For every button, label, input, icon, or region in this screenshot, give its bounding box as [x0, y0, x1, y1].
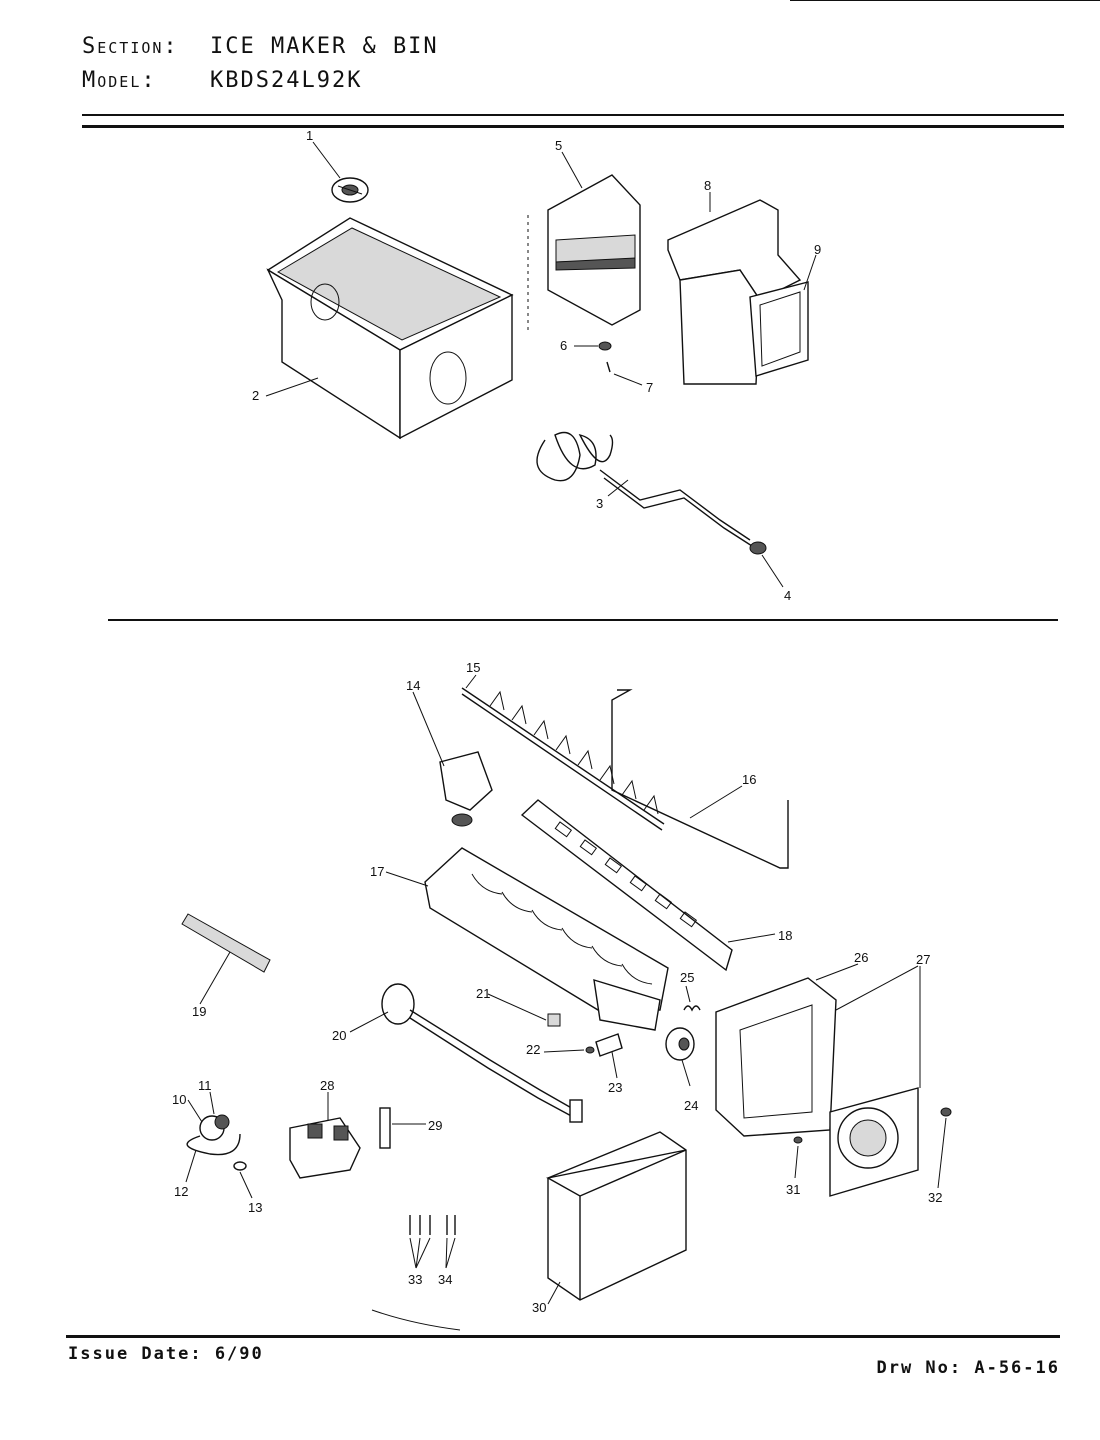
- callout-8: 8: [704, 178, 711, 193]
- callout-10: 10: [172, 1092, 186, 1107]
- part-17-ice-mold: [424, 847, 669, 1031]
- part-4-bearing: [749, 541, 767, 555]
- callout-17: 17: [370, 864, 384, 879]
- callout-22: 22: [526, 1042, 540, 1057]
- callout-2: 2: [252, 388, 259, 403]
- part-9-panel: [749, 281, 809, 377]
- part-28-water-valve: [289, 1117, 361, 1179]
- leader-lines: [185, 141, 947, 1305]
- model-value: KBDS24L92K: [210, 68, 363, 93]
- part-7-pin: [606, 361, 611, 373]
- part-10-valve: [199, 1114, 230, 1141]
- callout-20: 20: [332, 1028, 346, 1043]
- drawing-number: Drw No: A-56-16: [876, 1358, 1060, 1378]
- callout-1: 1: [306, 128, 313, 143]
- top-rule: [82, 114, 1064, 116]
- bottom-rule: [66, 1335, 1060, 1338]
- part-29-fitting: [379, 1107, 391, 1149]
- part-24-switch: [665, 1027, 695, 1061]
- section-value: ICE MAKER & BIN: [210, 34, 439, 59]
- section-key: Section:: [82, 34, 179, 59]
- callout-9: 9: [814, 242, 821, 257]
- callout-29: 29: [428, 1118, 442, 1133]
- callout-24: 24: [684, 1098, 698, 1113]
- part-13-clamp: [233, 1161, 247, 1171]
- section-header: Section: ICE MAKER & BIN: [82, 34, 439, 59]
- part-8-chute: [667, 199, 802, 385]
- callout-28: 28: [320, 1078, 334, 1093]
- part-23-bracket: [595, 1033, 623, 1057]
- callout-30: 30: [532, 1300, 546, 1315]
- top-rule-2: [82, 125, 1064, 128]
- part-32-screw: [940, 1107, 952, 1117]
- callout-4: 4: [784, 588, 791, 603]
- part-1-knob: [331, 177, 369, 203]
- part-5-auger-housing: [527, 174, 641, 330]
- model-key: Model:: [82, 68, 157, 93]
- part-16-shutoff-arm: [611, 689, 789, 869]
- part-25-spring: [683, 1005, 701, 1012]
- part-20-harness: [381, 983, 583, 1123]
- part-6-nut: [598, 341, 612, 351]
- callout-31: 31: [786, 1182, 800, 1197]
- issue-date: Issue Date: 6/90: [68, 1344, 264, 1364]
- mid-rule: [108, 619, 1058, 621]
- callout-32: 32: [928, 1190, 942, 1205]
- corner-rule: [790, 0, 1100, 1]
- callout-26: 26: [854, 950, 868, 965]
- part-26-motor-housing: [715, 977, 837, 1137]
- part-22-screw: [585, 1046, 595, 1054]
- part-15-ejector: [461, 687, 665, 831]
- callout-19: 19: [192, 1004, 206, 1019]
- callout-21: 21: [476, 986, 490, 1001]
- part-33-screws: [409, 1215, 431, 1235]
- callout-7: 7: [646, 380, 653, 395]
- callout-33: 33: [408, 1272, 422, 1287]
- callout-12: 12: [174, 1184, 188, 1199]
- part-27-motor-assembly: [829, 1087, 919, 1197]
- part-21-clip: [547, 1013, 561, 1027]
- part-18-stripper: [520, 799, 733, 972]
- part-12-tube: [186, 1133, 241, 1156]
- callout-5: 5: [555, 138, 562, 153]
- part-2-ice-bin: [266, 217, 514, 440]
- callout-14: 14: [406, 678, 420, 693]
- callout-25: 25: [680, 970, 694, 985]
- part-31-screw: [793, 1136, 803, 1144]
- part-34-screws: [446, 1215, 456, 1235]
- part-3-auger: [536, 431, 753, 547]
- part-30-cover: [546, 1131, 687, 1301]
- callout-27: 27: [916, 952, 930, 967]
- model-header: Model: KBDS24L92K: [82, 68, 362, 93]
- callout-34: 34: [438, 1272, 452, 1287]
- part-19-heater: [181, 913, 271, 973]
- stray-mark: [371, 1309, 461, 1331]
- callout-13: 13: [248, 1200, 262, 1215]
- callout-23: 23: [608, 1080, 622, 1095]
- callout-labels: 1 2 3 4 5 6 7 8 9 10 11 12 13 14 15 16 1…: [172, 128, 942, 1315]
- callout-18: 18: [778, 928, 792, 943]
- callout-15: 15: [466, 660, 480, 675]
- callout-16: 16: [742, 772, 756, 787]
- part-14-bracket: [439, 751, 493, 827]
- callout-6: 6: [560, 338, 567, 353]
- callout-3: 3: [596, 496, 603, 511]
- callout-11: 11: [198, 1078, 212, 1093]
